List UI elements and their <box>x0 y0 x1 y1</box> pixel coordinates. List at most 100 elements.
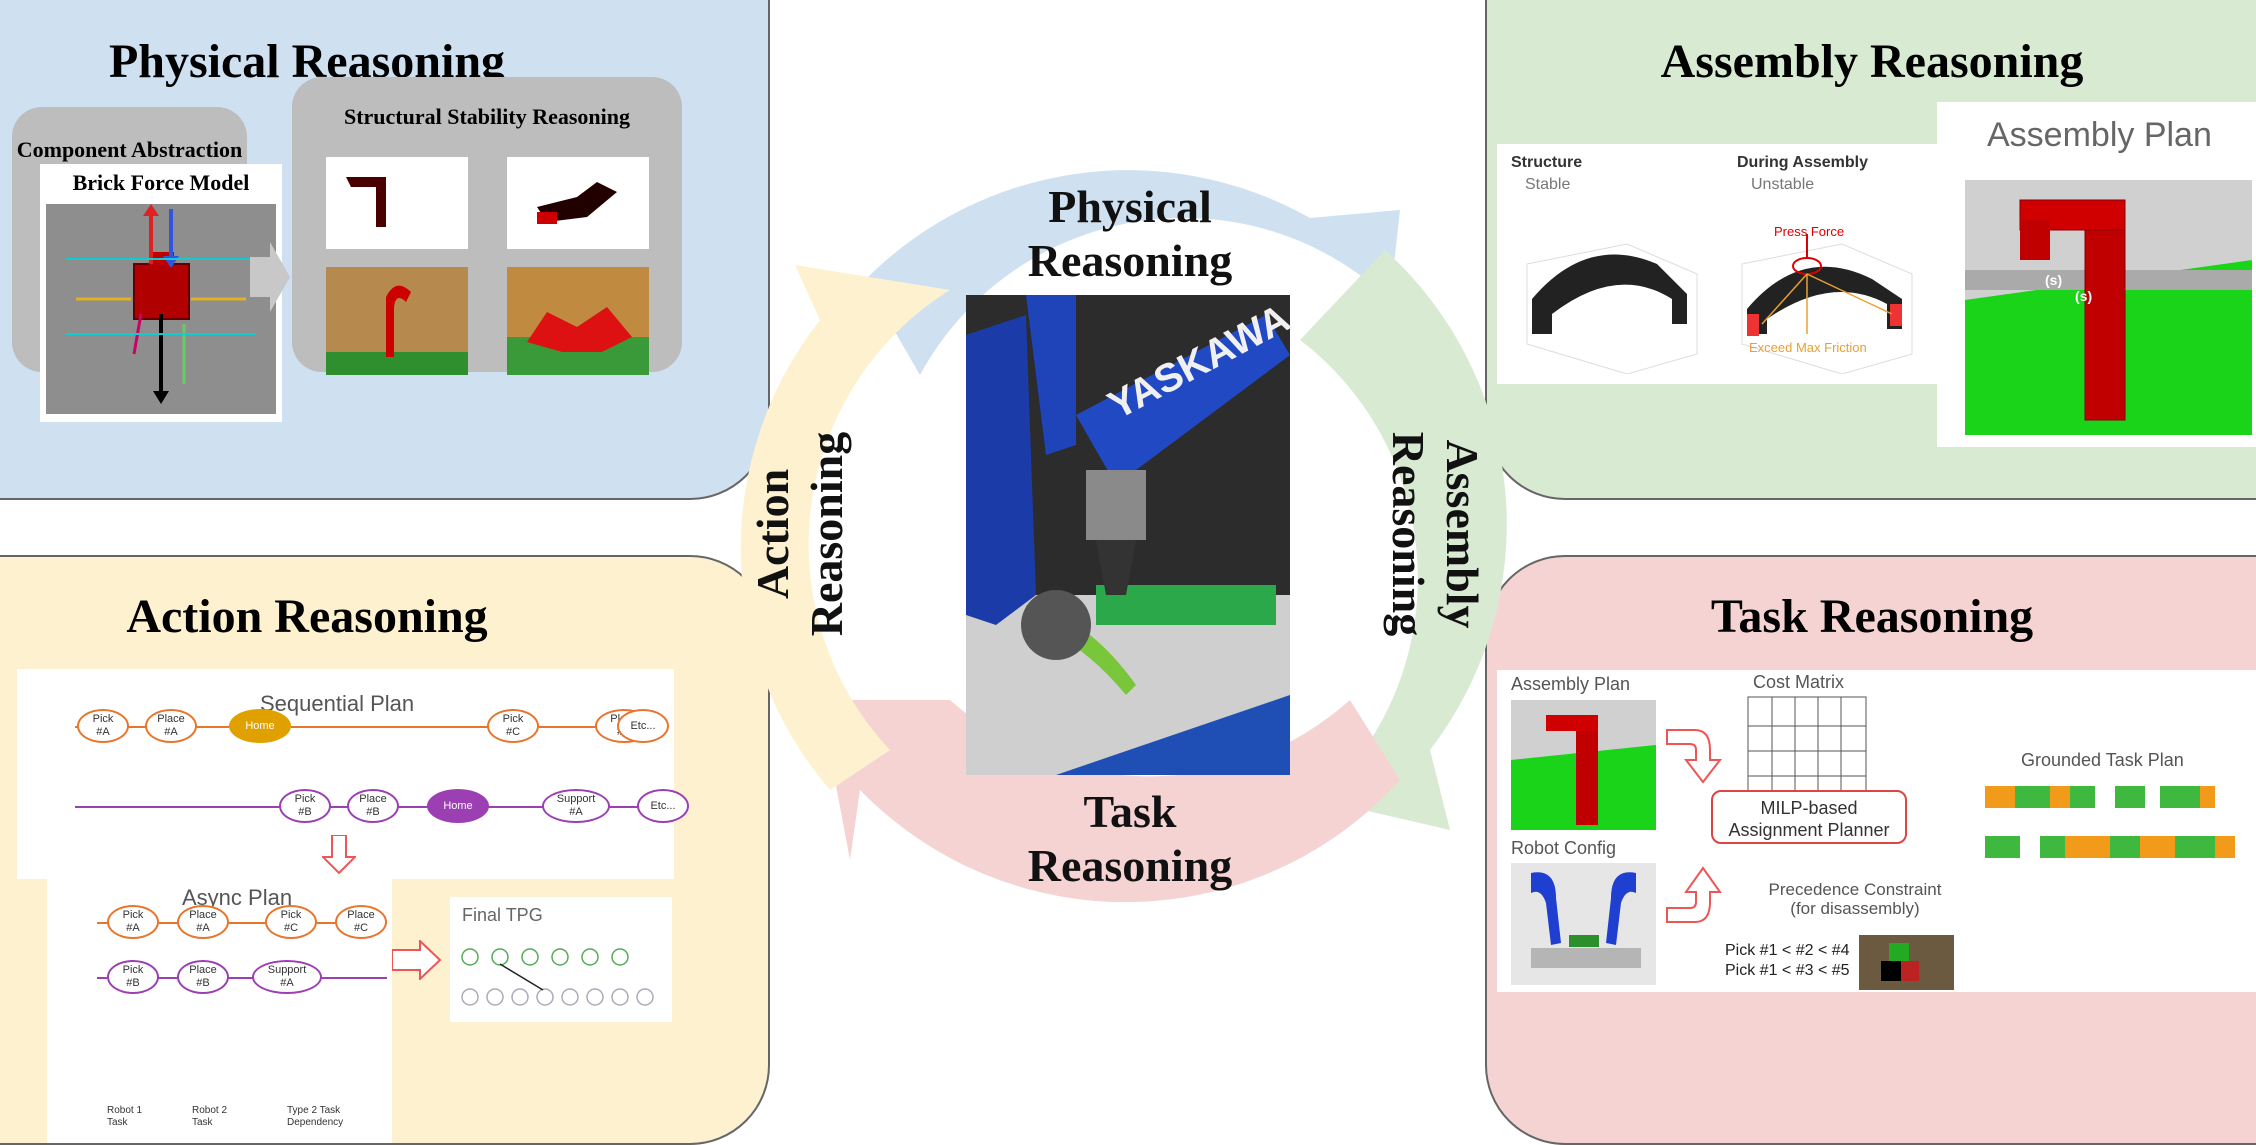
stability-plot-2 <box>507 157 649 249</box>
task-assembly-plan-image <box>1511 700 1656 830</box>
async-node-r1: Pick #A <box>107 905 159 939</box>
legend-item: Type 2 Task Dependency <box>287 1105 344 1128</box>
sequential-plan-title: Sequential Plan <box>260 691 415 716</box>
pick-constraint-1: Pick #1 < #2 < #4 <box>1725 942 1850 959</box>
s-label-2: (s) <box>2075 288 2093 304</box>
during-assembly-state: Unstable <box>1751 176 1815 193</box>
plan-edge <box>75 726 655 728</box>
stability-photo-1 <box>326 267 468 375</box>
gantt-bar <box>2145 786 2160 808</box>
assembly-plan-card: Assembly Plan (s) (s) <box>1937 102 2256 447</box>
ring-label-task: Task Reasoning <box>1027 786 1233 891</box>
brick-force-diagram <box>46 204 276 414</box>
seq-node-r1: Home <box>229 709 291 743</box>
precedence-constraint-label: Precedence Constraint (for disassembly) <box>1768 880 1942 918</box>
gantt-bar <box>2070 786 2095 808</box>
reasoning-cycle-ring <box>740 170 1507 903</box>
async-node-r2: Support #A <box>252 960 322 994</box>
gantt-bar <box>2050 786 2070 808</box>
seq-node-r2: Place #B <box>347 789 399 823</box>
final-tpg-graph <box>461 948 654 1006</box>
seq-node-r2: Support #A <box>542 789 610 823</box>
component-abstraction-title: Component Abstraction <box>16 137 243 162</box>
assembly-panel-title: Assembly Reasoning <box>1660 35 2084 88</box>
pick-constraint-2: Pick #1 < #3 < #5 <box>1725 962 1850 979</box>
flow-arrow-icon <box>250 242 290 312</box>
red-right-arrow-icon <box>392 940 442 980</box>
gantt-bar <box>2215 836 2235 858</box>
ring-label-action: Action Reasoning <box>747 431 852 637</box>
legend-item: Robot 1 Task <box>107 1105 143 1128</box>
grounded-task-plan-chart <box>1975 786 2235 858</box>
gantt-bar <box>1975 836 1985 858</box>
final-tpg-title: Final TPG <box>462 905 543 925</box>
structure-state: Stable <box>1525 176 1571 193</box>
assembly-arc <box>1300 250 1507 830</box>
structure-label: Structure <box>1511 154 1583 171</box>
gantt-bar <box>2160 786 2200 808</box>
seq-node-r1: Place #A <box>145 709 197 743</box>
task-reasoning-panel: Task Reasoning Assembly Plan Robot Confi… <box>1485 555 2256 1145</box>
brick-force-model-card: Brick Force Model <box>40 164 282 422</box>
gantt-bar <box>2015 786 2050 808</box>
gantt-bar <box>2175 836 2215 858</box>
physical-reasoning-panel: Physical Reasoning Component Abstraction… <box>0 0 770 500</box>
gantt-bar <box>2065 836 2110 858</box>
task-assembly-plan-label: Assembly Plan <box>1511 674 1631 694</box>
task-arc <box>820 700 1400 903</box>
async-node-r1: Place #C <box>335 905 387 939</box>
assembly-plan-scene <box>1965 180 2252 435</box>
cost-matrix-title: Cost Matrix <box>1753 672 1845 692</box>
structural-stability-title: Structural Stability Reasoning <box>343 104 631 129</box>
assembly-plan-title: Assembly Plan <box>1987 116 2212 154</box>
gantt-bar <box>2110 836 2140 858</box>
legend-item: Robot 2 Task <box>192 1105 228 1128</box>
stable-structure-plot <box>1526 243 1698 374</box>
press-force-label: Press Force <box>1774 224 1845 239</box>
component-abstraction-box: Component Abstraction Brick Force Model <box>12 107 282 422</box>
precedence-brick-image <box>1859 935 1954 990</box>
seq-node-r2: Etc... <box>637 789 689 823</box>
async-node-r1: Place #A <box>177 905 229 939</box>
seq-node-r2: Pick #B <box>279 789 331 823</box>
async-node-r2: Place #B <box>177 960 229 994</box>
stability-comparison-card: Structure Stable During Assembly Unstabl… <box>1497 144 1937 384</box>
action-panel-title: Action Reasoning <box>126 590 488 643</box>
gantt-bar <box>2200 786 2215 808</box>
cost-matrix-table <box>1747 696 1867 798</box>
physical-arc <box>865 170 1400 375</box>
final-tpg-card: Final TPG <box>450 897 672 1022</box>
gantt-bar <box>2095 786 2115 808</box>
plan-edge <box>97 922 387 924</box>
async-node-r1: Pick #C <box>265 905 317 939</box>
gantt-bar <box>1985 836 2020 858</box>
curved-arrow-bottom-icon <box>1666 866 1722 923</box>
gantt-bar <box>2140 836 2175 858</box>
gantt-bar <box>2040 836 2065 858</box>
plan-edge <box>97 977 387 979</box>
stability-photo-2 <box>507 267 649 375</box>
exceed-friction-label: Exceed Max Friction <box>1749 340 1867 355</box>
milp-planner-box: MILP-based Assignment Planner <box>1711 790 1907 844</box>
seq-node-r1: Pick #A <box>77 709 129 743</box>
red-down-arrow-icon <box>322 835 356 875</box>
gantt-bar <box>1985 786 2015 808</box>
robot-photo <box>966 295 1290 775</box>
task-content-card: Assembly Plan Robot Config Cost Matrix <box>1497 670 2256 992</box>
gantt-bar <box>2115 786 2145 808</box>
task-panel-title: Task Reasoning <box>1710 590 2034 643</box>
s-label-1: (s) <box>2045 272 2063 288</box>
seq-node-r2: Home <box>427 789 489 823</box>
seq-node-r1: Etc... <box>617 709 669 743</box>
ring-label-assembly: Assembly Reasoning <box>1383 431 1488 637</box>
assembly-reasoning-panel: Assembly Reasoning Structure Stable Duri… <box>1485 0 2256 500</box>
seq-node-r1: Pick #C <box>487 709 539 743</box>
robot-config-label: Robot Config <box>1511 838 1617 858</box>
brick-force-model-title: Brick Force Model <box>72 170 250 195</box>
structural-stability-box: Structural Stability Reasoning <box>292 77 682 375</box>
ring-label-physical: Physical Reasoning <box>1027 181 1233 286</box>
action-reasoning-panel: Action Reasoning Sequential Plan Pick #A… <box>0 555 770 1145</box>
grounded-task-plan-title: Grounded Task Plan <box>2021 750 2184 770</box>
action-arc <box>740 265 950 790</box>
